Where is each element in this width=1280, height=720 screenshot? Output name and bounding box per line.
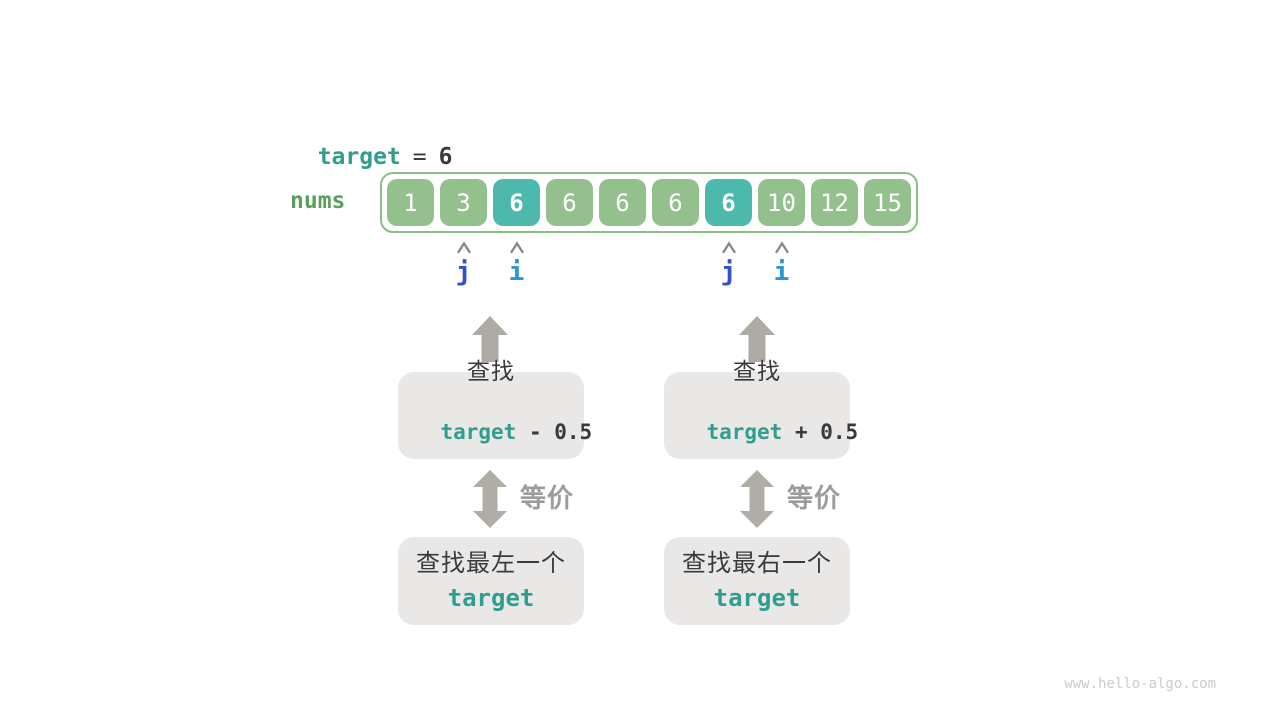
rightmost-result-box: 查找最右一个 target [664,537,850,625]
search-expression: target - 0.5 [390,390,592,474]
equivalence-label-right: 等价 [787,483,842,513]
array-cell: 15 [864,179,911,226]
array-cell-highlighted: 6 [493,179,540,226]
search-expression: target + 0.5 [656,390,858,474]
equals-sign: = [412,144,427,170]
watermark: www.hello-algo.com [1064,676,1216,692]
equivalence-label-left: 等价 [520,483,575,513]
target-keyword: target [440,420,517,444]
array-cell: 12 [811,179,858,226]
search-label: 查找 [733,358,781,384]
leftmost-result-box: 查找最左一个 target [398,537,584,625]
target-expression: target = 6 [290,112,453,172]
pointer-i: i [774,241,790,287]
nums-label: nums [290,188,346,214]
search-plus-box: 查找 target + 0.5 [664,358,858,459]
caret-up-icon [456,241,471,254]
search-minus-box: 查找 target - 0.5 [398,358,592,459]
array-cell: 1 [387,179,434,226]
target-keyword: target [447,584,535,612]
target-keyword: target [713,584,801,612]
search-label: 查找 [467,358,515,384]
result-label: 查找最右一个 [682,550,832,577]
array-cell: 6 [546,179,593,226]
pointer-label: j [455,257,472,287]
caret-up-icon [509,241,524,254]
target-keyword: target [317,144,401,170]
pointer-label: j [720,257,737,287]
result-label: 查找最左一个 [416,550,566,577]
pointer-j: j [456,241,472,287]
up-arrow-right-icon [739,316,775,362]
pointer-label: i [773,257,790,287]
target-value: 6 [438,144,453,170]
array-cell: 10 [758,179,805,226]
pointer-label: i [508,257,525,287]
target-keyword: target [706,420,783,444]
caret-up-icon [721,241,736,254]
pointer-i: i [509,241,525,287]
array-cell: 6 [599,179,646,226]
pointer-j: j [721,241,737,287]
offset-text: - 0.5 [516,420,593,444]
array-cell: 3 [440,179,487,226]
offset-text: + 0.5 [782,420,859,444]
up-arrow-left-icon [472,316,508,362]
double-arrow-left-icon [473,470,507,528]
caret-up-icon [774,241,789,254]
double-arrow-right-icon [740,470,774,528]
array-cell-highlighted: 6 [705,179,752,226]
array-cell: 6 [652,179,699,226]
